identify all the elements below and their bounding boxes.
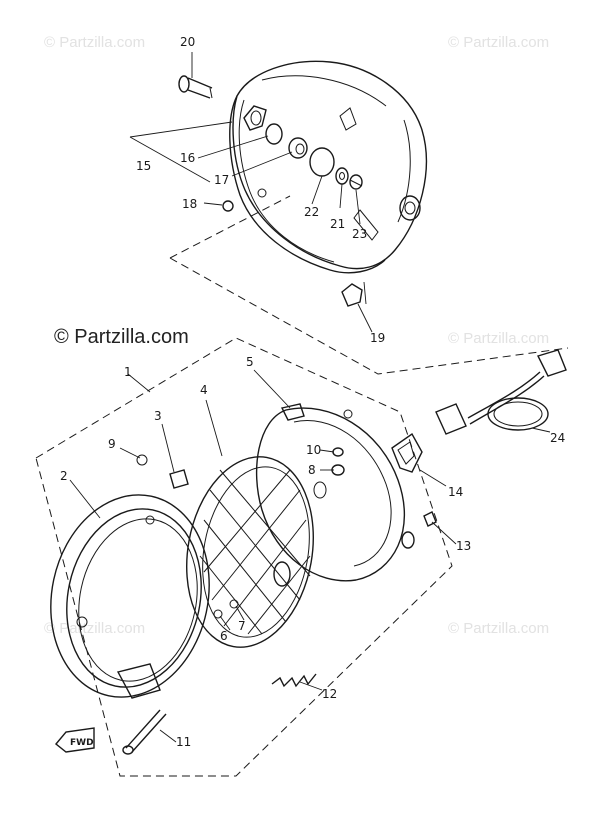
callout-7: 7 — [238, 619, 246, 633]
callout-13: 13 — [456, 539, 471, 553]
callout-22: 22 — [304, 205, 319, 219]
small-hardware — [136, 447, 437, 619]
callout-11: 11 — [176, 735, 191, 749]
callout-6: 6 — [220, 629, 228, 643]
callout-2: 2 — [60, 469, 68, 483]
watermark: © Partzilla.com — [448, 620, 550, 637]
headlight-case-5 — [255, 403, 415, 582]
callout-21: 21 — [330, 217, 345, 231]
callout-5: 5 — [246, 355, 254, 369]
callout-18: 18 — [182, 197, 197, 211]
fitting-19 — [341, 281, 373, 333]
fwd-arrow-icon: FWD — [55, 727, 95, 753]
callout-4: 4 — [200, 383, 208, 397]
headlight-rim-2 — [50, 494, 210, 699]
cover-14 — [391, 432, 423, 473]
callout-19: 19 — [370, 331, 385, 345]
callout-10: 10 — [306, 443, 321, 457]
callout-17: 17 — [214, 173, 229, 187]
callout-20: 20 — [180, 35, 195, 49]
callout-24: 24 — [550, 431, 565, 445]
callout-23: 23 — [352, 227, 367, 241]
headlight-lens-4 — [186, 456, 314, 648]
callout-8: 8 — [308, 463, 316, 477]
headlight-body — [229, 60, 428, 274]
callout-15: 15 — [136, 159, 151, 173]
screw-18 — [203, 200, 234, 212]
partzilla-watermark: © Partzilla.com — [54, 326, 189, 348]
callout-12: 12 — [322, 687, 337, 701]
fwd-label: FWD — [70, 738, 94, 748]
screw-11 — [122, 709, 167, 755]
watermark: © Partzilla.com — [448, 330, 550, 347]
wire-harness-24 — [435, 349, 567, 435]
callout-16: 16 — [180, 151, 195, 165]
callout-3: 3 — [154, 409, 162, 423]
callout-9: 9 — [108, 437, 116, 451]
callout-1: 1 — [124, 365, 132, 379]
callout-14: 14 — [448, 485, 463, 499]
watermark: © Partzilla.com — [44, 34, 146, 51]
watermark: © Partzilla.com — [448, 34, 550, 51]
bolt-20 — [178, 52, 213, 99]
spring-12 — [271, 673, 317, 688]
